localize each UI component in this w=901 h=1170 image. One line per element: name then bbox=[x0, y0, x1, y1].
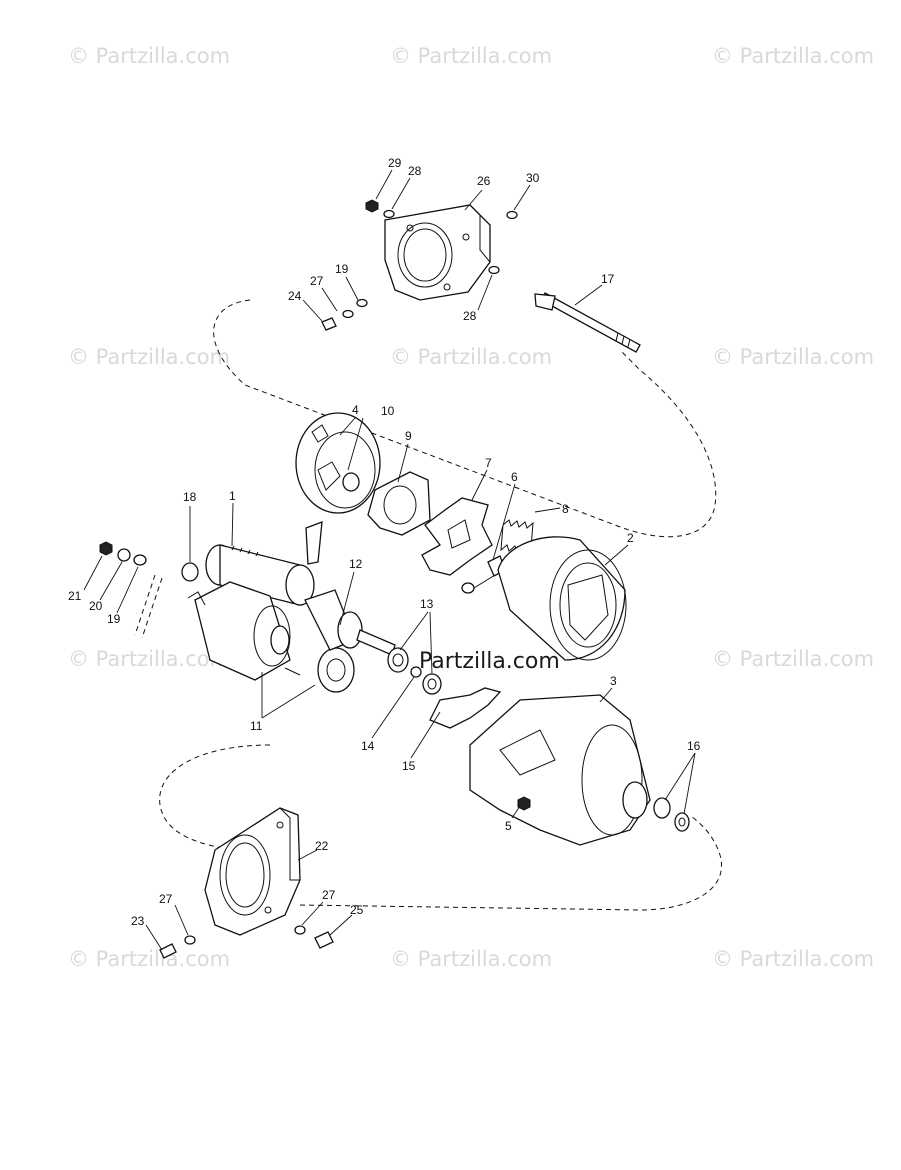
part-5-nut bbox=[517, 796, 531, 811]
watermark: © Partzilla.com bbox=[390, 345, 552, 369]
callout-24: 24 bbox=[288, 289, 302, 303]
assembly-outline-top bbox=[213, 299, 717, 538]
callout-28: 28 bbox=[408, 164, 422, 178]
callout-25: 25 bbox=[350, 903, 364, 917]
part-9-brush-plate bbox=[367, 471, 431, 536]
callout-15: 15 bbox=[402, 759, 416, 773]
callout-17: 17 bbox=[601, 272, 615, 286]
callout-21: 21 bbox=[68, 589, 82, 603]
watermark: © Partzilla.com bbox=[712, 947, 874, 971]
callout-27: 27 bbox=[310, 274, 324, 288]
watermark: © Partzilla.com bbox=[68, 44, 230, 68]
part-26-bracket bbox=[384, 204, 491, 301]
leader-lines bbox=[83, 169, 696, 951]
callout-19: 19 bbox=[335, 262, 349, 276]
part-22-bracket bbox=[204, 807, 301, 936]
watermark: © Partzilla.com bbox=[712, 647, 874, 671]
part-11-solenoid bbox=[187, 581, 355, 693]
callout-1: 1 bbox=[229, 489, 236, 503]
callout-22: 22 bbox=[315, 839, 329, 853]
fasteners-top bbox=[321, 199, 518, 331]
part-12-armature bbox=[304, 589, 396, 656]
watermark: © Partzilla.com bbox=[390, 947, 552, 971]
callout-7: 7 bbox=[485, 456, 492, 470]
callout-27: 27 bbox=[322, 888, 336, 902]
part-2-yoke-housing bbox=[497, 536, 627, 661]
part-7-brush-holder bbox=[421, 497, 493, 576]
fasteners-left bbox=[99, 541, 163, 639]
callout-12: 12 bbox=[349, 557, 363, 571]
part-15-shift-lever bbox=[429, 687, 502, 729]
part-18-washer bbox=[181, 562, 199, 582]
callout-26: 26 bbox=[477, 174, 491, 188]
callout-labels: 29 28 26 30 17 27 19 24 28 4 10 9 7 6 8 … bbox=[68, 156, 701, 928]
callout-9: 9 bbox=[405, 429, 412, 443]
watermark: © Partzilla.com bbox=[68, 947, 230, 971]
watermark: © Partzilla.com bbox=[68, 345, 230, 369]
callout-8: 8 bbox=[562, 502, 569, 516]
callout-13: 13 bbox=[420, 597, 434, 611]
callout-20: 20 bbox=[89, 599, 103, 613]
brush-terminal bbox=[461, 582, 475, 594]
fasteners-bottom bbox=[159, 925, 334, 959]
part-16-bushings bbox=[653, 797, 690, 832]
part-3-nose-housing bbox=[469, 694, 651, 846]
callout-29: 29 bbox=[388, 156, 402, 170]
callout-6: 6 bbox=[511, 470, 518, 484]
part-17-through-bolt bbox=[534, 292, 641, 353]
assembly-outline-bottom bbox=[159, 744, 722, 911]
callout-4: 4 bbox=[352, 403, 359, 417]
watermark: © Partzilla.com bbox=[712, 44, 874, 68]
watermark: © Partzilla.com bbox=[390, 44, 552, 68]
callout-19: 19 bbox=[107, 612, 121, 626]
watermark-layer: © Partzilla.com © Partzilla.com © Partzi… bbox=[68, 44, 874, 971]
watermark: © Partzilla.com bbox=[68, 647, 230, 671]
callout-10: 10 bbox=[381, 404, 395, 418]
watermark: © Partzilla.com bbox=[712, 345, 874, 369]
callout-5: 5 bbox=[505, 819, 512, 833]
callout-28: 28 bbox=[463, 309, 477, 323]
callout-11: 11 bbox=[250, 719, 263, 733]
callout-3: 3 bbox=[610, 674, 617, 688]
center-watermark: Partzilla.com bbox=[419, 649, 560, 674]
callout-2: 2 bbox=[627, 531, 634, 545]
callout-18: 18 bbox=[183, 490, 197, 504]
part-10 bbox=[305, 521, 323, 565]
brush-lead bbox=[473, 574, 496, 589]
callout-16: 16 bbox=[687, 739, 701, 753]
callout-27: 27 bbox=[159, 892, 173, 906]
part-4-end-cover bbox=[295, 412, 381, 514]
callout-14: 14 bbox=[361, 739, 375, 753]
callout-30: 30 bbox=[526, 171, 540, 185]
callout-23: 23 bbox=[131, 914, 145, 928]
